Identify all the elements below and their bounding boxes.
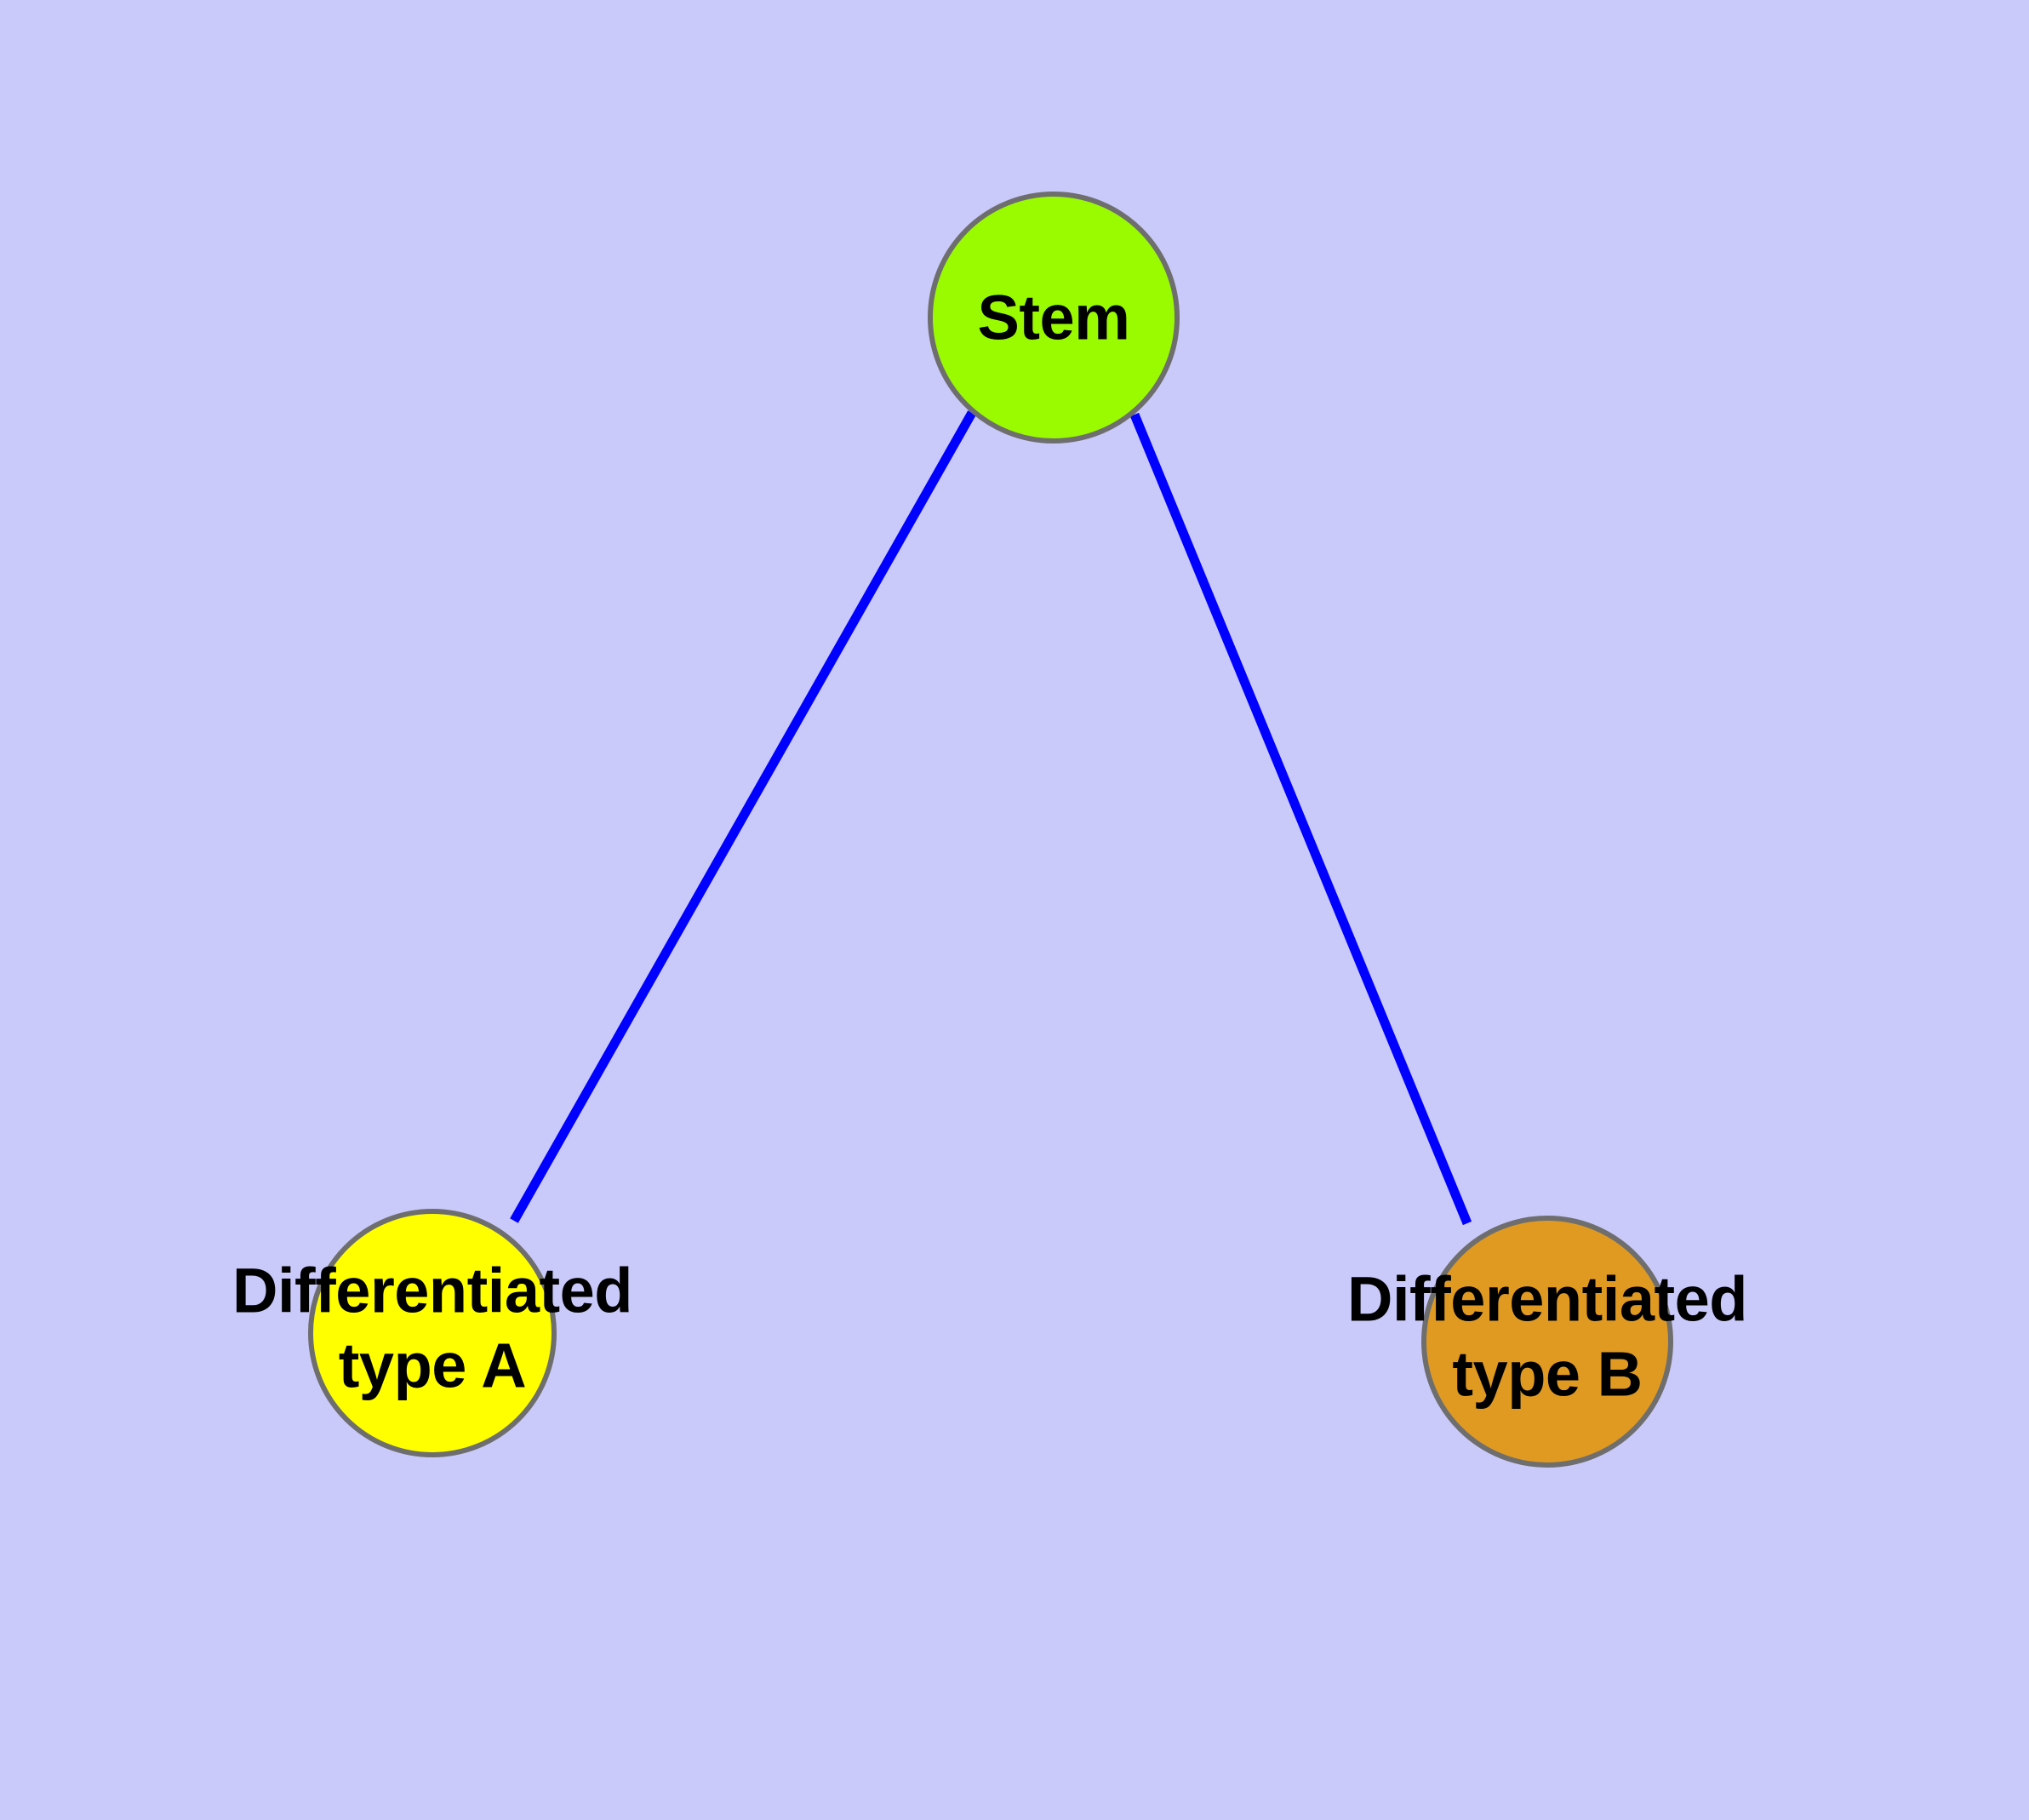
edge-stem-to-diff-a bbox=[510, 410, 976, 1223]
node-differentiated-type-b[interactable]: Differentiated type B bbox=[1347, 1216, 1747, 1468]
edge-stem-to-diff-b bbox=[1129, 412, 1472, 1226]
node-differentiated-type-a[interactable]: Differentiated type A bbox=[232, 1209, 632, 1457]
node-stem[interactable]: Stem bbox=[928, 192, 1180, 444]
node-stem-label: Stem bbox=[977, 282, 1130, 353]
